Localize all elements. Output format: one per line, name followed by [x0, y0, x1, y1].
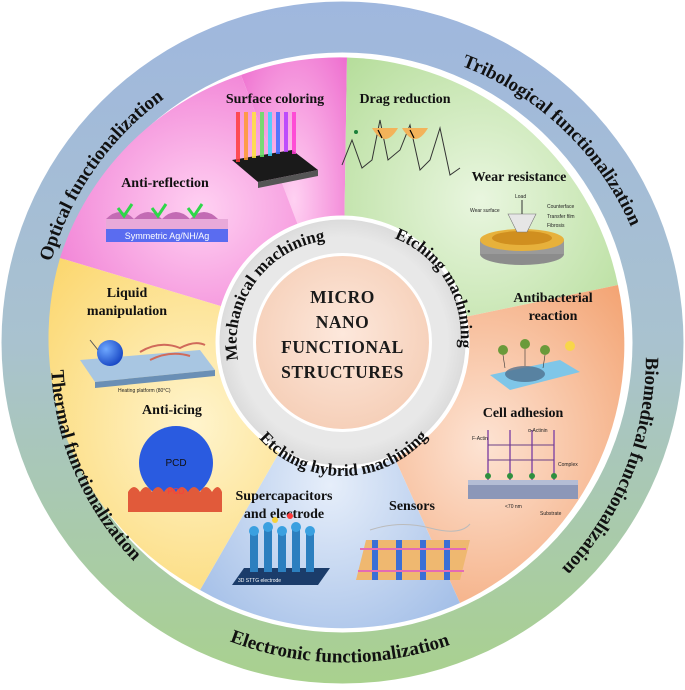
drag-reduction-figure — [341, 119, 461, 176]
drag-reduction-label: Drag reduction — [359, 92, 450, 107]
core-circle — [253, 253, 432, 432]
pcd-top-label: PCD — [165, 458, 186, 469]
core-line-3: FUNCTIONAL — [281, 337, 404, 357]
wear-tag-transfer: Transfer film — [547, 214, 575, 220]
supercap-tag: 3D STTG electrode — [238, 578, 281, 584]
pcd-bottom-label: PCD — [168, 487, 185, 496]
cell-tag-complex: Complex — [558, 462, 578, 468]
cell-adhesion-figure: α-Actinin Complex <70 nm Substrate F-Act… — [468, 428, 578, 517]
cell-tag-actinin: α-Actinin — [528, 428, 548, 434]
cell-tag-size: <70 nm — [505, 504, 522, 510]
anti-icing-figure: PCD PCD — [128, 426, 222, 512]
wear-resistance-figure: Load Counterface Wear surface Transfer f… — [470, 194, 575, 265]
surface-coloring-label: Surface coloring — [226, 92, 324, 107]
cell-adhesion-label: Cell adhesion — [483, 406, 564, 421]
supercap-label-1: Supercapacitors — [236, 489, 334, 504]
anti-reflection-caption: Symmetric Ag/NH/Ag — [125, 231, 210, 241]
supercap-figure: 3D STTG electrode — [232, 513, 330, 585]
core-line-1: MICRO — [310, 287, 375, 307]
surface-coloring-figure — [232, 112, 318, 188]
core-line-4: STRUCTURES — [281, 362, 404, 382]
liquid-tag: Heating platform (80°C) — [118, 388, 171, 394]
core-line-2: NANO — [316, 312, 370, 332]
liquid-label-1: Liquid — [107, 286, 148, 301]
sensors-label: Sensors — [389, 499, 435, 514]
supercap-label-2: and electrode — [244, 507, 324, 522]
wear-tag-load: Load — [515, 194, 526, 200]
antibacterial-figure — [490, 339, 580, 390]
cell-tag-factin: F-Actin — [472, 436, 488, 442]
liquid-label-2: manipulation — [87, 304, 167, 319]
sensors-figure — [356, 523, 471, 580]
wear-tag-fibrosis: Fibrosis — [547, 223, 565, 229]
middle-ring-border — [215, 215, 470, 470]
anti-reflection-label: Anti-reflection — [121, 176, 209, 191]
wear-resistance-label: Wear resistance — [472, 170, 567, 185]
antibacterial-label-2: reaction — [529, 309, 578, 324]
antibacterial-label-1: Antibacterial — [513, 291, 592, 306]
wear-tag-surface: Wear surface — [470, 208, 500, 214]
anti-icing-label: Anti-icing — [142, 403, 202, 418]
liquid-manipulation-figure: Heating platform (80°C) — [80, 339, 215, 394]
wear-tag-counterface: Counterface — [547, 204, 574, 210]
anti-reflection-figure: Symmetric Ag/NH/Ag — [106, 203, 228, 242]
cell-tag-substrate: Substrate — [540, 511, 562, 517]
